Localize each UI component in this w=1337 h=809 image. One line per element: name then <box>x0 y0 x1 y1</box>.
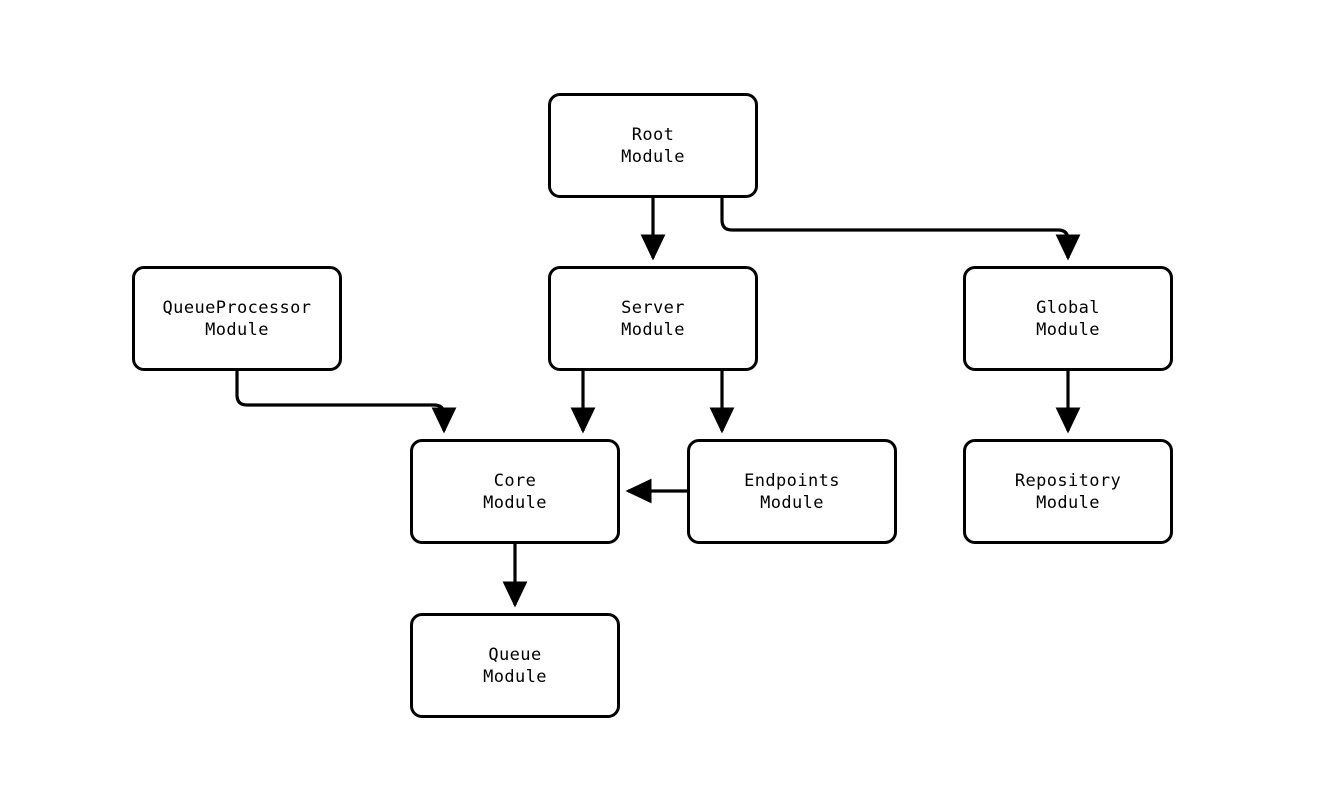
node-label: Repository Module <box>1014 470 1122 513</box>
node-label: QueueProcessor Module <box>162 297 312 340</box>
edge-root-to-global <box>720 198 1081 261</box>
node-repository-module[interactable]: Repository Module <box>963 439 1173 544</box>
node-endpoints-module[interactable]: Endpoints Module <box>687 439 897 544</box>
node-label: Core Module <box>483 470 547 513</box>
node-label: Global Module <box>1036 297 1100 340</box>
node-queueprocessor-module[interactable]: QueueProcessor Module <box>132 266 342 371</box>
node-global-module[interactable]: Global Module <box>963 266 1173 371</box>
node-root-module[interactable]: Root Module <box>548 93 758 198</box>
node-label: Root Module <box>621 124 685 167</box>
edge-queueprocessor-to-core <box>235 371 457 434</box>
node-label: Endpoints Module <box>744 470 840 513</box>
node-server-module[interactable]: Server Module <box>548 266 758 371</box>
node-core-module[interactable]: Core Module <box>410 439 620 544</box>
node-label: Server Module <box>621 297 685 340</box>
node-label: Queue Module <box>483 644 547 687</box>
node-queue-module[interactable]: Queue Module <box>410 613 620 718</box>
